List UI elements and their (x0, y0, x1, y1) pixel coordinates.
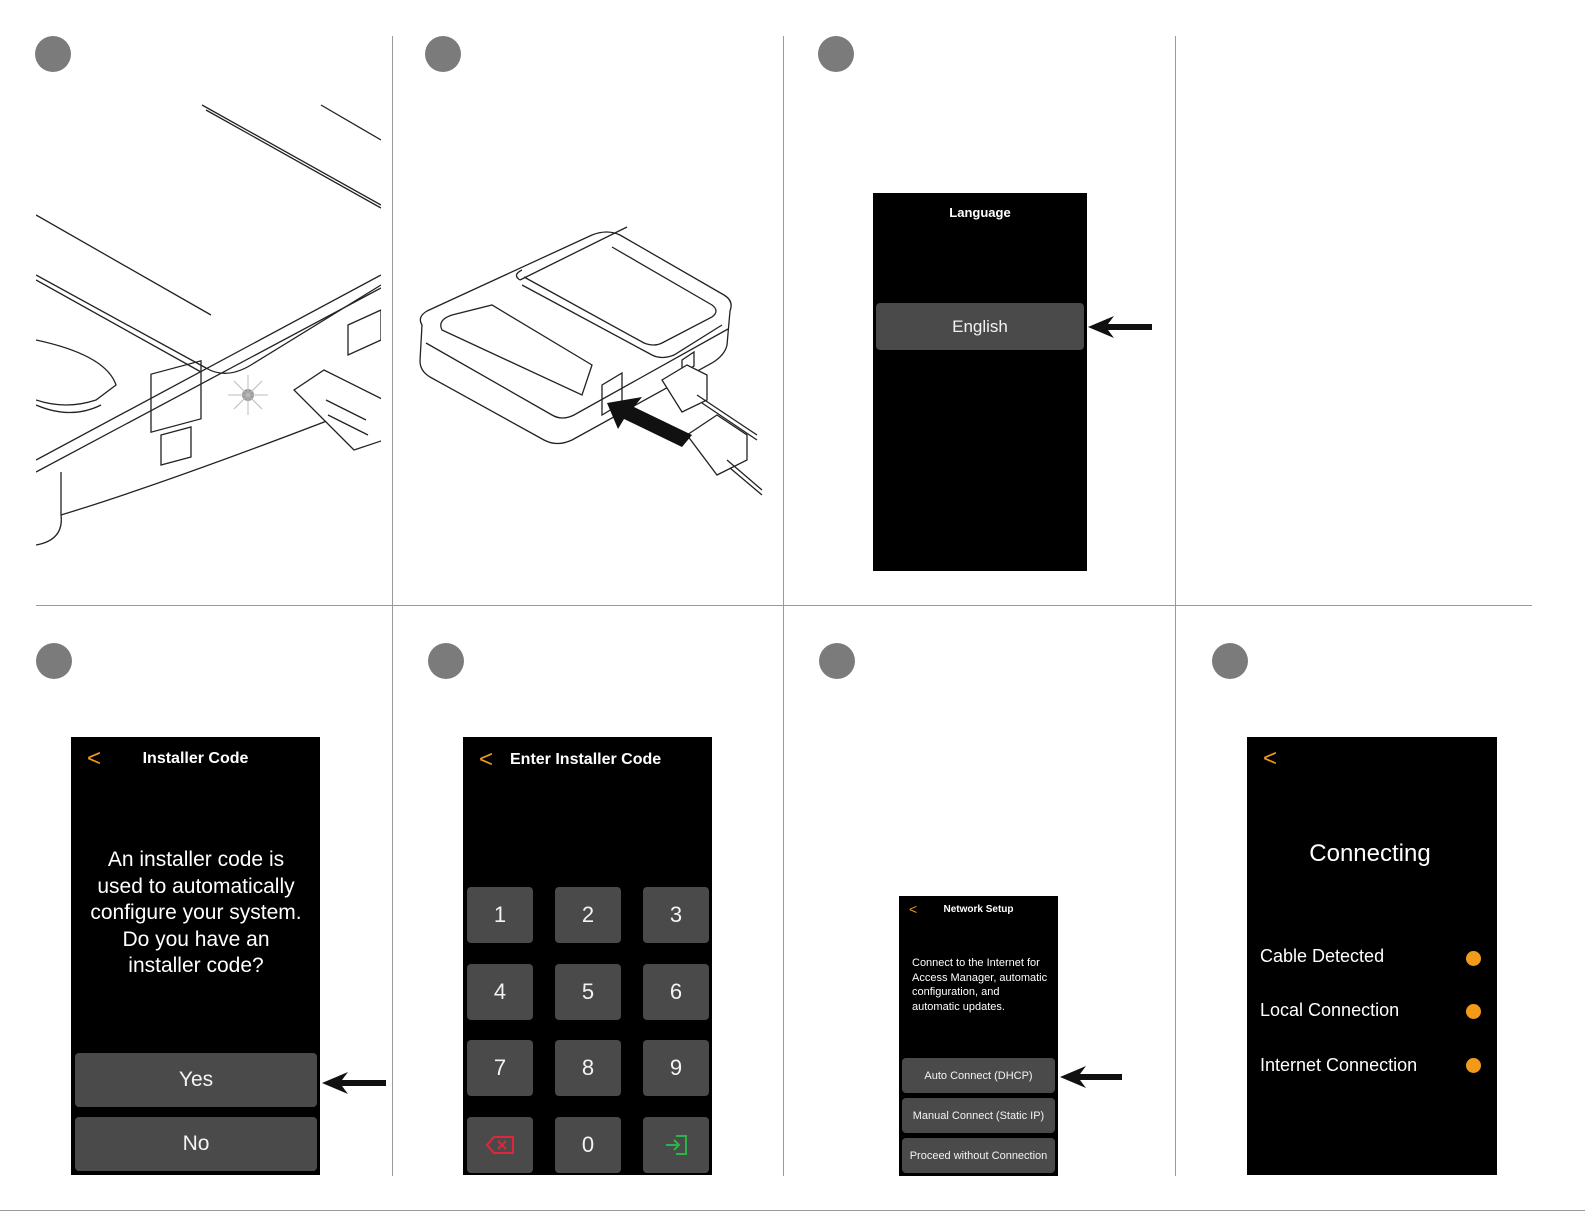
status-indicator-internet (1466, 1058, 1481, 1073)
screen-title: Enter Installer Code (510, 751, 662, 768)
keypad-key-8[interactable]: 8 (555, 1040, 621, 1096)
step-marker-1 (35, 36, 71, 72)
step-marker-5 (428, 643, 464, 679)
installer-code-screen: < Installer Code An installer code is us… (71, 737, 320, 1175)
language-english-button[interactable]: English (876, 303, 1084, 350)
keypad-key-5[interactable]: 5 (555, 964, 621, 1020)
step-marker-6 (819, 643, 855, 679)
keypad-delete-key[interactable] (467, 1117, 533, 1173)
no-button[interactable]: No (75, 1117, 317, 1171)
back-chevron-icon[interactable]: < (1263, 745, 1278, 772)
hub-cable-illustration (419, 226, 763, 496)
step-marker-2 (425, 36, 461, 72)
pointer-arrow-icon (322, 1072, 386, 1094)
pointer-arrow-icon (1088, 316, 1152, 338)
screen-title: Language (949, 205, 1011, 220)
status-label-cable: Cable Detected (1260, 946, 1385, 966)
backspace-icon (486, 1136, 514, 1154)
keypad-key-6[interactable]: 6 (643, 964, 709, 1020)
status-indicator-cable (1466, 951, 1481, 966)
manual-connect-button[interactable]: Manual Connect (Static IP) (902, 1098, 1055, 1133)
step-marker-7 (1212, 643, 1248, 679)
keypad-key-3[interactable]: 3 (643, 887, 709, 943)
pointer-arrow-icon (1060, 1066, 1122, 1088)
screen-title: Connecting (1309, 840, 1431, 867)
insert-arrow (607, 397, 692, 447)
row-divider (36, 605, 1532, 606)
network-setup-screen: < Network Setup Connect to the Internet … (899, 896, 1058, 1176)
keypad-enter-key[interactable] (643, 1117, 709, 1173)
keypad-key-7[interactable]: 7 (467, 1040, 533, 1096)
enter-icon (666, 1135, 687, 1155)
column-divider (1175, 36, 1176, 1176)
keypad-key-9[interactable]: 9 (643, 1040, 709, 1096)
yes-button[interactable]: Yes (75, 1053, 317, 1107)
back-chevron-icon[interactable]: < (87, 745, 102, 772)
status-indicator-local (1466, 1004, 1481, 1019)
enter-code-screen: < Enter Installer Code 1 2 3 4 5 6 7 8 9… (463, 737, 712, 1175)
keypad-key-4[interactable]: 4 (467, 964, 533, 1020)
connecting-screen: < Connecting Cable Detected Local Connec… (1247, 737, 1497, 1175)
network-message: Connect to the Internet for Access Manag… (912, 957, 1048, 1013)
status-label-local: Local Connection (1260, 1000, 1400, 1020)
language-screen: Language English (873, 193, 1087, 571)
step-marker-3 (818, 36, 854, 72)
keypad-key-0[interactable]: 0 (555, 1117, 621, 1173)
back-chevron-icon[interactable]: < (909, 901, 918, 917)
step-marker-4 (36, 643, 72, 679)
screen-title: Installer Code (142, 750, 249, 767)
installer-code-message: An installer code is used to automatical… (90, 848, 302, 977)
screen-title: Network Setup (943, 904, 1014, 915)
column-divider (783, 36, 784, 1176)
auto-connect-button[interactable]: Auto Connect (DHCP) (902, 1058, 1055, 1093)
keypad-key-1[interactable]: 1 (467, 887, 533, 943)
bottom-divider (0, 1210, 1585, 1211)
column-divider (392, 36, 393, 1176)
back-chevron-icon[interactable]: < (479, 746, 494, 773)
status-label-internet: Internet Connection (1260, 1055, 1418, 1075)
device-port-illustration (36, 104, 381, 546)
proceed-without-connection-button[interactable]: Proceed without Connection (902, 1138, 1055, 1173)
keypad-key-2[interactable]: 2 (555, 887, 621, 943)
